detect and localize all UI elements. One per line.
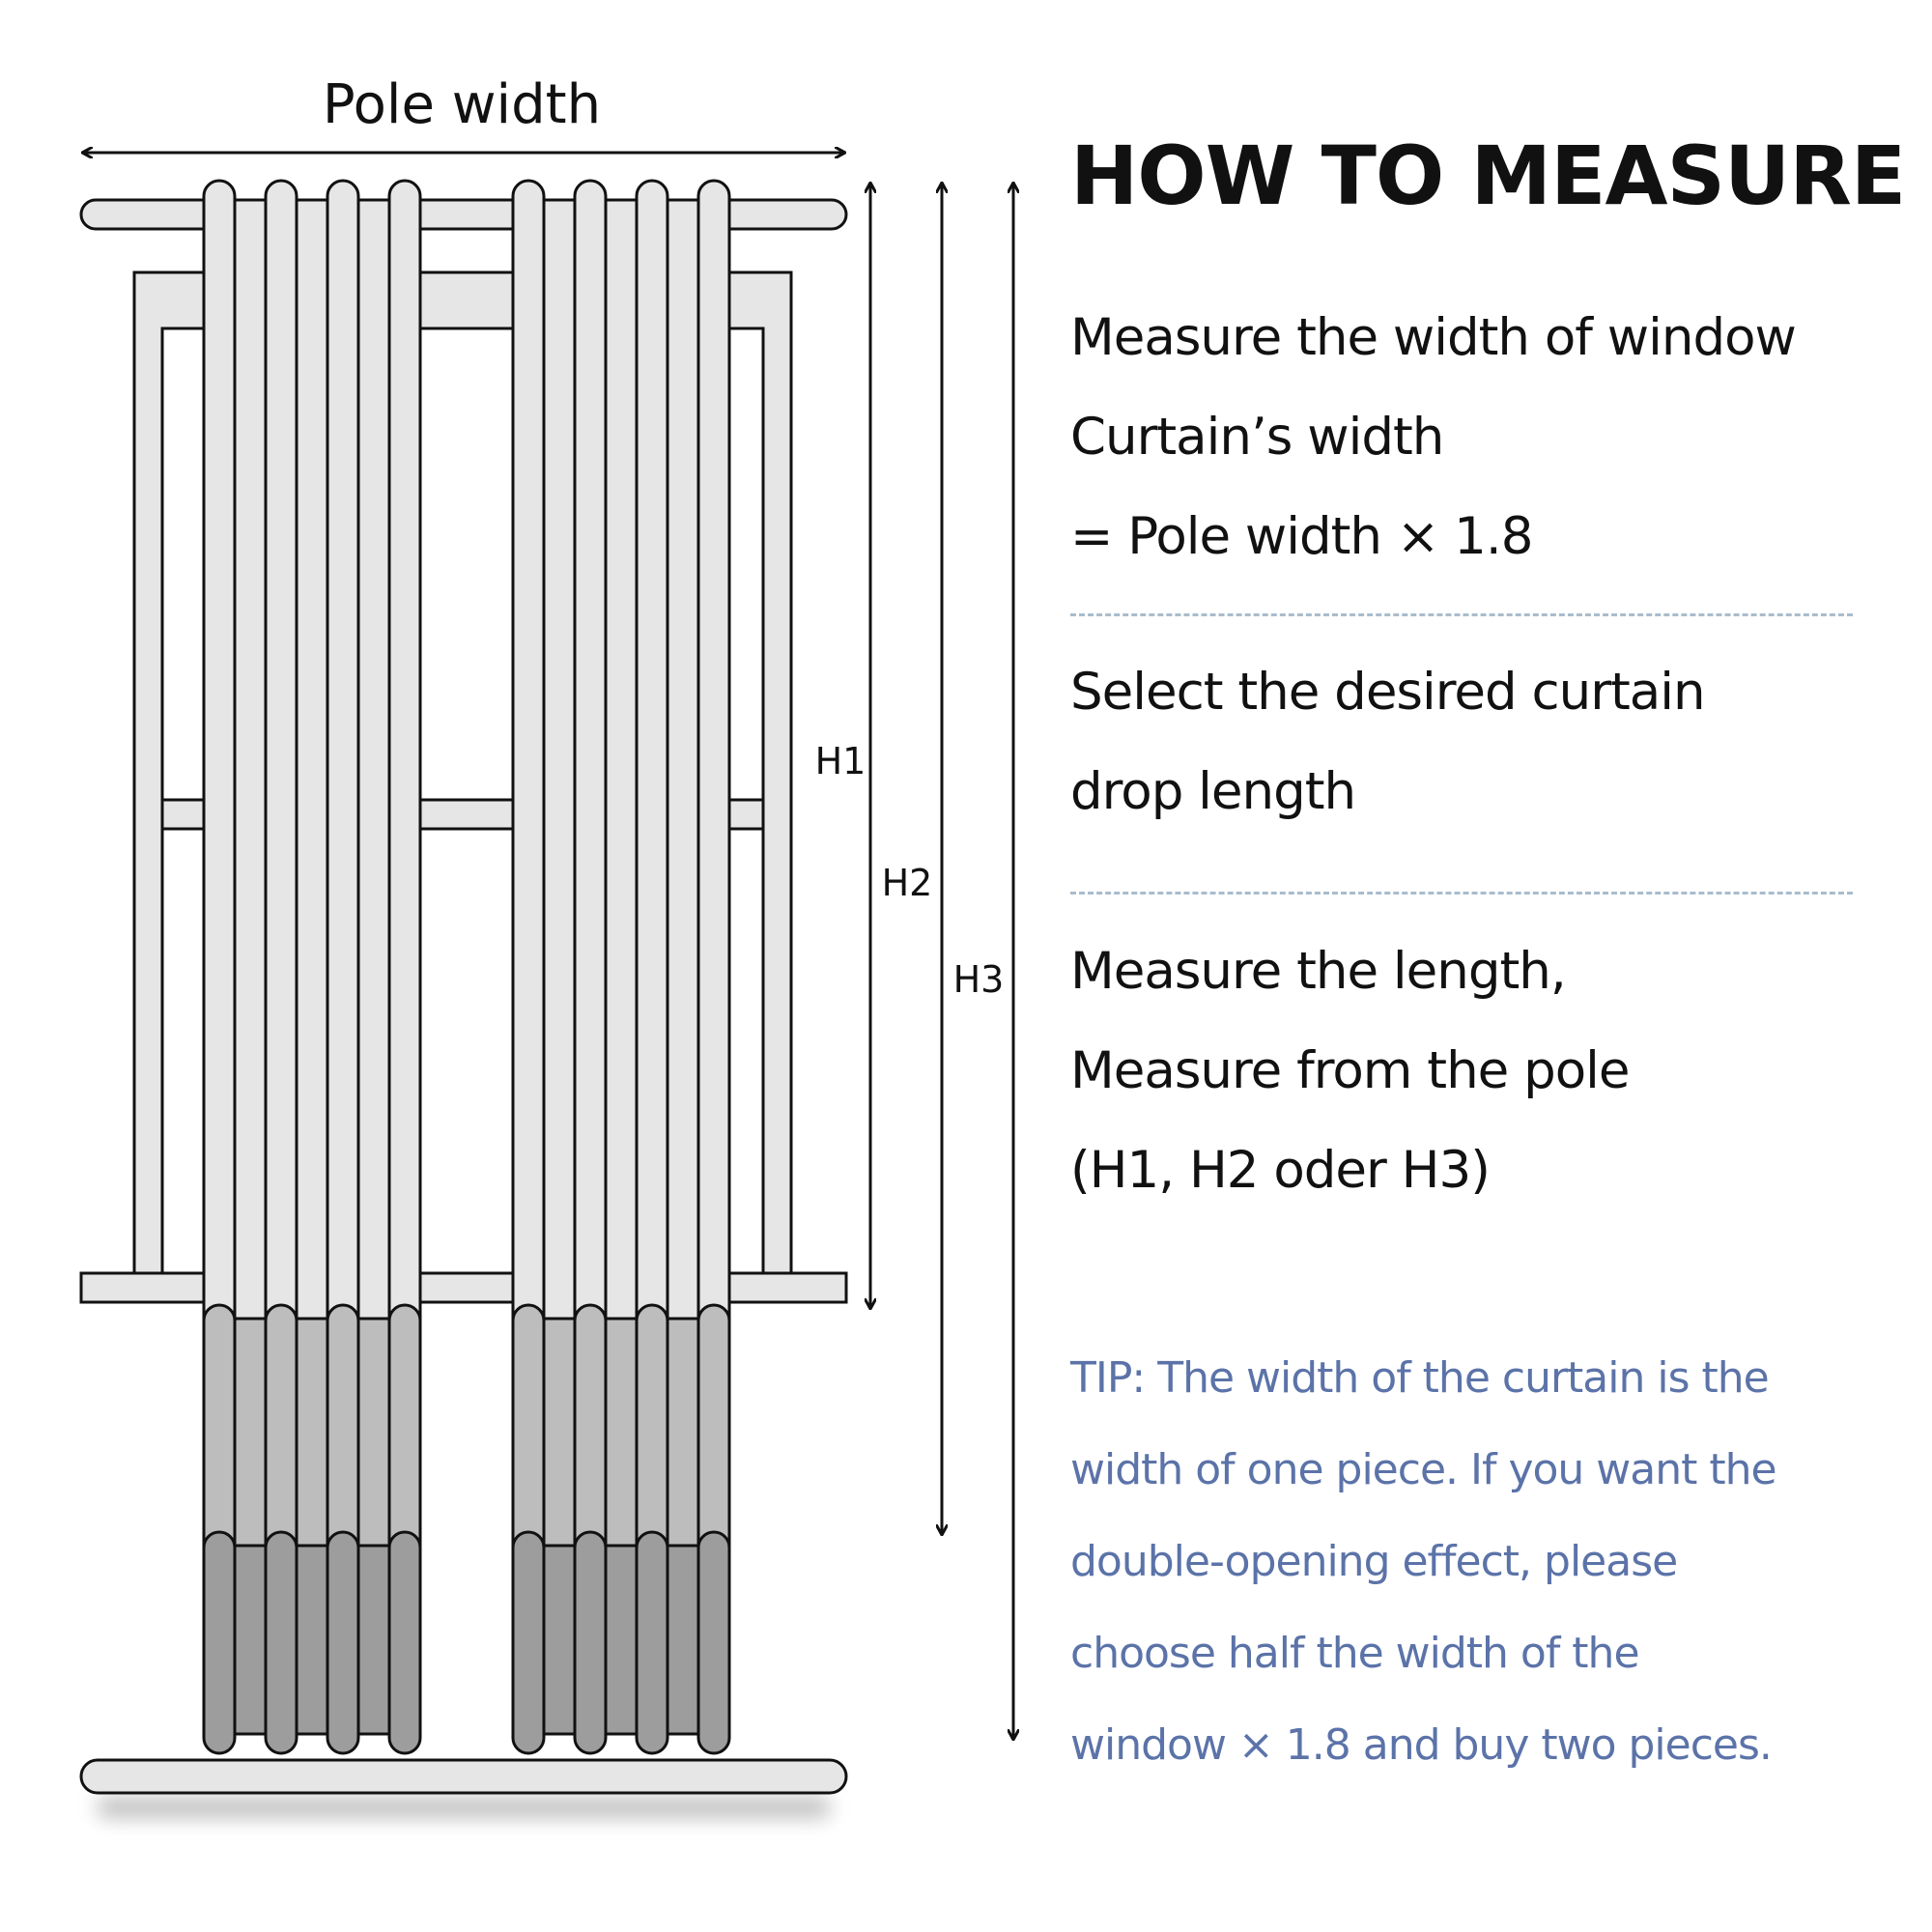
tip-line-2: width of one piece. If you want the xyxy=(1070,1445,1777,1494)
curtain-pleat-floor xyxy=(573,1530,608,1755)
curtain-pleat-floor xyxy=(511,1530,546,1755)
curtain-fabric xyxy=(542,198,577,1321)
step-window-width-line-1: Measure the width of window xyxy=(1070,308,1797,367)
step-measure-length-line-2: Measure from the pole xyxy=(1070,1041,1631,1100)
floor-bar xyxy=(79,1758,848,1795)
step-measure-length-line-1: Measure the length, xyxy=(1070,942,1567,1001)
curtain-fabric-hem xyxy=(604,1317,639,1548)
curtain-fabric-floor xyxy=(604,1544,639,1736)
curtain-fabric-hem xyxy=(233,1317,268,1548)
curtain-pleat xyxy=(573,179,608,1336)
curtain-fabric-hem xyxy=(356,1317,391,1548)
curtain-pleat-floor xyxy=(264,1530,298,1755)
curtain-pleat-hem xyxy=(696,1303,731,1563)
curtain-fabric-hem xyxy=(666,1317,700,1548)
right-curtain-panel xyxy=(511,179,731,1755)
curtain-pleat-floor xyxy=(326,1530,360,1755)
step-measure-length-line-3: (H1, H2 oder H3) xyxy=(1070,1141,1491,1200)
step-drop-length: Select the desired curtain drop length xyxy=(1070,642,1862,841)
pole-width-label: Pole width xyxy=(323,73,601,136)
curtain-pleat xyxy=(202,179,237,1336)
curtain-fabric xyxy=(666,198,700,1321)
section-divider xyxy=(1070,613,1853,616)
curtain-fabric-floor xyxy=(356,1544,391,1736)
curtain-fabric xyxy=(295,198,329,1321)
window-sill xyxy=(79,1271,848,1304)
curtain-pleat-hem xyxy=(264,1303,298,1563)
curtain-pleat xyxy=(387,179,422,1336)
curtain-pleat xyxy=(635,179,669,1336)
h2-label: H2 xyxy=(882,862,933,904)
step-window-width-line-3: = Pole width × 1.8 xyxy=(1070,507,1533,566)
step-window-width-line-2: Curtain’s width xyxy=(1070,408,1444,467)
window-frame xyxy=(79,270,848,1304)
page-title: HOW TO MEASURE xyxy=(1070,128,1906,223)
curtain-pleat-hem xyxy=(326,1303,360,1563)
floor-shadow xyxy=(97,1797,831,1818)
tip-line-1: TIP: The width of the curtain is the xyxy=(1070,1353,1770,1403)
curtain-fabric-hem xyxy=(295,1317,329,1548)
curtain-pleat-hem xyxy=(202,1303,237,1563)
curtain-fabric xyxy=(233,198,268,1321)
h1-label: H1 xyxy=(815,740,867,782)
left-curtain-panel xyxy=(202,179,422,1755)
curtain-fabric xyxy=(356,198,391,1321)
tip-line-4: choose half the width of the xyxy=(1070,1629,1640,1678)
tip-note: TIP: The width of the curtain is the wid… xyxy=(1070,1332,1862,1791)
curtain-pleat xyxy=(264,179,298,1336)
curtain-fabric-hem xyxy=(542,1317,577,1548)
curtain-pleat-floor xyxy=(635,1530,669,1755)
step-window-width: Measure the width of window Curtain’s wi… xyxy=(1070,288,1862,586)
curtain-pleat xyxy=(326,179,360,1336)
step-drop-length-line-2: drop length xyxy=(1070,762,1356,821)
curtain-pleat-hem xyxy=(387,1303,422,1563)
curtain-pleat xyxy=(696,179,731,1336)
curtain-pleat-hem xyxy=(573,1303,608,1563)
instructions-panel: HOW TO MEASURE Measure the width of wind… xyxy=(1070,116,1906,1855)
curtain-pleat xyxy=(511,179,546,1336)
section-divider xyxy=(1070,892,1853,895)
curtain-fabric-floor xyxy=(295,1544,329,1736)
curtain-pleat-hem xyxy=(511,1303,546,1563)
curtain-rod xyxy=(79,198,848,231)
curtain-fabric-floor xyxy=(542,1544,577,1736)
curtain-pleat-floor xyxy=(696,1530,731,1755)
curtain-fabric-floor xyxy=(666,1544,700,1736)
step-measure-length: Measure the length, Measure from the pol… xyxy=(1070,922,1862,1220)
step-drop-length-line-1: Select the desired curtain xyxy=(1070,663,1706,722)
curtain-pleat-floor xyxy=(387,1530,422,1755)
curtain-fabric xyxy=(604,198,639,1321)
tip-line-3: double-opening effect, please xyxy=(1070,1537,1678,1586)
curtain-fabric-floor xyxy=(233,1544,268,1736)
h3-label: H3 xyxy=(953,958,1005,1001)
tip-line-5: window × 1.8 and buy two pieces. xyxy=(1070,1720,1773,1770)
curtain-pleat-hem xyxy=(635,1303,669,1563)
curtain-pleat-floor xyxy=(202,1530,237,1755)
